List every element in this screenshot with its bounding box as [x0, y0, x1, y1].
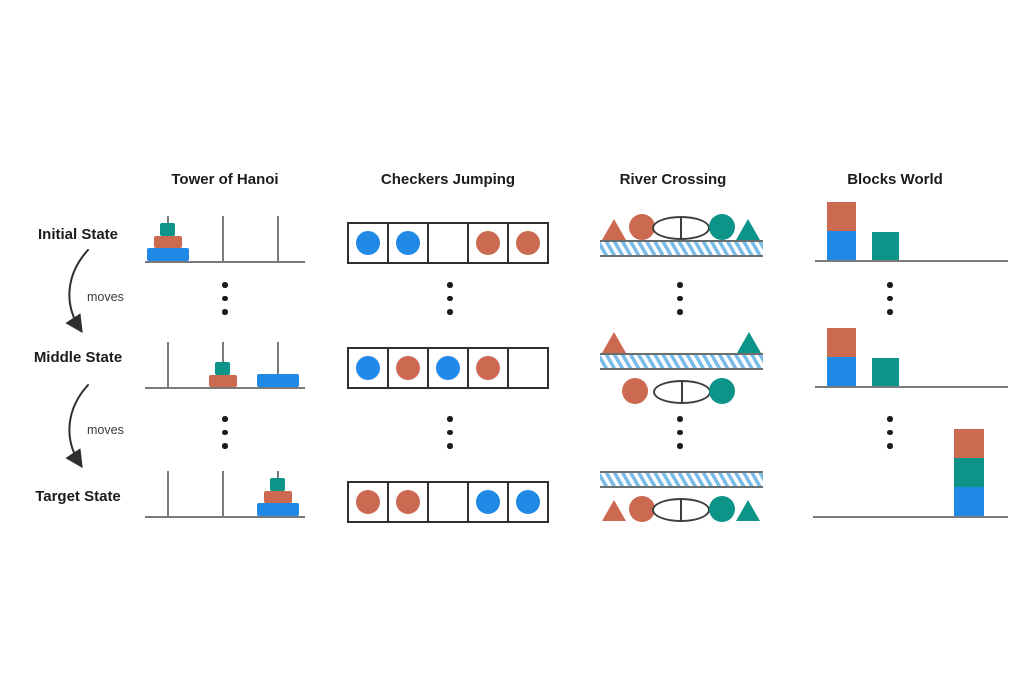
row-label-target-state: Target State [35, 488, 121, 505]
block-blue [827, 231, 856, 260]
checker-cell [507, 483, 547, 521]
column-title-tower-of-hanoi: Tower of Hanoi [171, 171, 279, 188]
hanoi-disk-small-teal [160, 223, 175, 236]
ellipsis-checkers-gap2 [447, 416, 453, 449]
hanoi-peg [222, 216, 224, 261]
checker-cell [467, 224, 507, 262]
blocks-ground-line [815, 260, 1008, 262]
ellipsis-blocks-gap2 [887, 416, 893, 449]
checker-cell [427, 349, 467, 387]
river-orange-circle-actor [629, 496, 655, 522]
checker-cell [507, 349, 547, 387]
blocks-ground-line [813, 516, 1008, 518]
moves-arrow-middle-to-target [65, 384, 89, 469]
checkers-initial-board [347, 222, 549, 264]
checker-cell [349, 349, 387, 387]
hanoi-disk-small-teal [270, 478, 285, 491]
ellipsis-checkers-gap1 [447, 282, 453, 315]
checker-cell [387, 483, 427, 521]
hanoi-disk-large-blue [147, 248, 189, 261]
hanoi-baseline [145, 387, 305, 389]
river-teal-triangle-actor [736, 500, 760, 521]
hanoi-peg [222, 471, 224, 516]
block-orange [827, 202, 856, 231]
hanoi-peg [277, 342, 279, 387]
hanoi-disk-medium-orange [154, 236, 182, 248]
river-teal-circle-actor [709, 214, 735, 240]
river-orange-triangle-actor [602, 500, 626, 521]
moves-label-2: moves [87, 423, 124, 437]
river-water-band [600, 353, 763, 370]
checker-token-orange [476, 356, 500, 380]
ellipsis-river-gap2 [677, 416, 683, 449]
checker-token-orange [476, 231, 500, 255]
blocks-ground-line [815, 386, 1008, 388]
ellipsis-blocks-gap1 [887, 282, 893, 315]
block-orange [954, 429, 984, 458]
hanoi-peg [167, 342, 169, 387]
ellipsis-hanoi-gap2 [222, 416, 228, 449]
block-blue [827, 357, 856, 386]
checker-cell [427, 224, 467, 262]
checker-token-blue [436, 356, 460, 380]
river-boat-icon [653, 380, 711, 404]
checkers-target-board [347, 481, 549, 523]
moves-label-1: moves [87, 290, 124, 304]
checker-cell [507, 224, 547, 262]
river-teal-triangle-actor [737, 332, 761, 353]
hanoi-disk-medium-orange [264, 491, 292, 503]
checker-cell [387, 349, 427, 387]
row-label-initial-state: Initial State [37, 226, 119, 243]
river-orange-circle-actor [629, 214, 655, 240]
river-teal-circle-actor [709, 378, 735, 404]
hanoi-disk-medium-orange [209, 375, 237, 387]
column-title-blocks-world: Blocks World [847, 171, 943, 188]
hanoi-peg [167, 471, 169, 516]
river-orange-triangle-actor [602, 332, 626, 353]
river-teal-triangle-actor [736, 219, 760, 240]
river-orange-triangle-actor [602, 219, 626, 240]
checker-cell [349, 483, 387, 521]
hanoi-peg [277, 216, 279, 261]
block-teal [872, 358, 899, 386]
checker-token-blue [396, 231, 420, 255]
checker-cell [467, 349, 507, 387]
block-orange [827, 328, 856, 357]
block-teal [872, 232, 899, 260]
checker-token-blue [356, 356, 380, 380]
hanoi-disk-large-blue [257, 374, 299, 387]
checkers-middle-board [347, 347, 549, 389]
block-blue [954, 487, 984, 516]
hanoi-baseline [145, 261, 305, 263]
column-title-checkers-jumping: Checkers Jumping [380, 171, 516, 188]
checker-token-orange [356, 490, 380, 514]
river-teal-circle-actor [709, 496, 735, 522]
river-water-band [600, 471, 763, 488]
row-label-middle-state: Middle State [33, 349, 123, 366]
checker-token-orange [516, 231, 540, 255]
hanoi-disk-large-blue [257, 503, 299, 516]
moves-arrow-initial-to-middle [65, 249, 89, 334]
river-boat-icon [652, 498, 710, 522]
column-title-river-crossing: River Crossing [619, 171, 727, 188]
checker-token-blue [516, 490, 540, 514]
checker-cell [387, 224, 427, 262]
checker-token-blue [356, 231, 380, 255]
checker-token-orange [396, 490, 420, 514]
river-water-band [600, 240, 763, 257]
checker-cell [427, 483, 467, 521]
checker-cell [467, 483, 507, 521]
river-boat-icon [652, 216, 710, 240]
checker-token-orange [396, 356, 420, 380]
hanoi-disk-small-teal [215, 362, 230, 375]
block-teal [954, 458, 984, 487]
checker-cell [349, 224, 387, 262]
ellipsis-hanoi-gap1 [222, 282, 228, 315]
hanoi-baseline [145, 516, 305, 518]
checker-token-blue [476, 490, 500, 514]
ellipsis-river-gap1 [677, 282, 683, 315]
river-orange-circle-actor [622, 378, 648, 404]
